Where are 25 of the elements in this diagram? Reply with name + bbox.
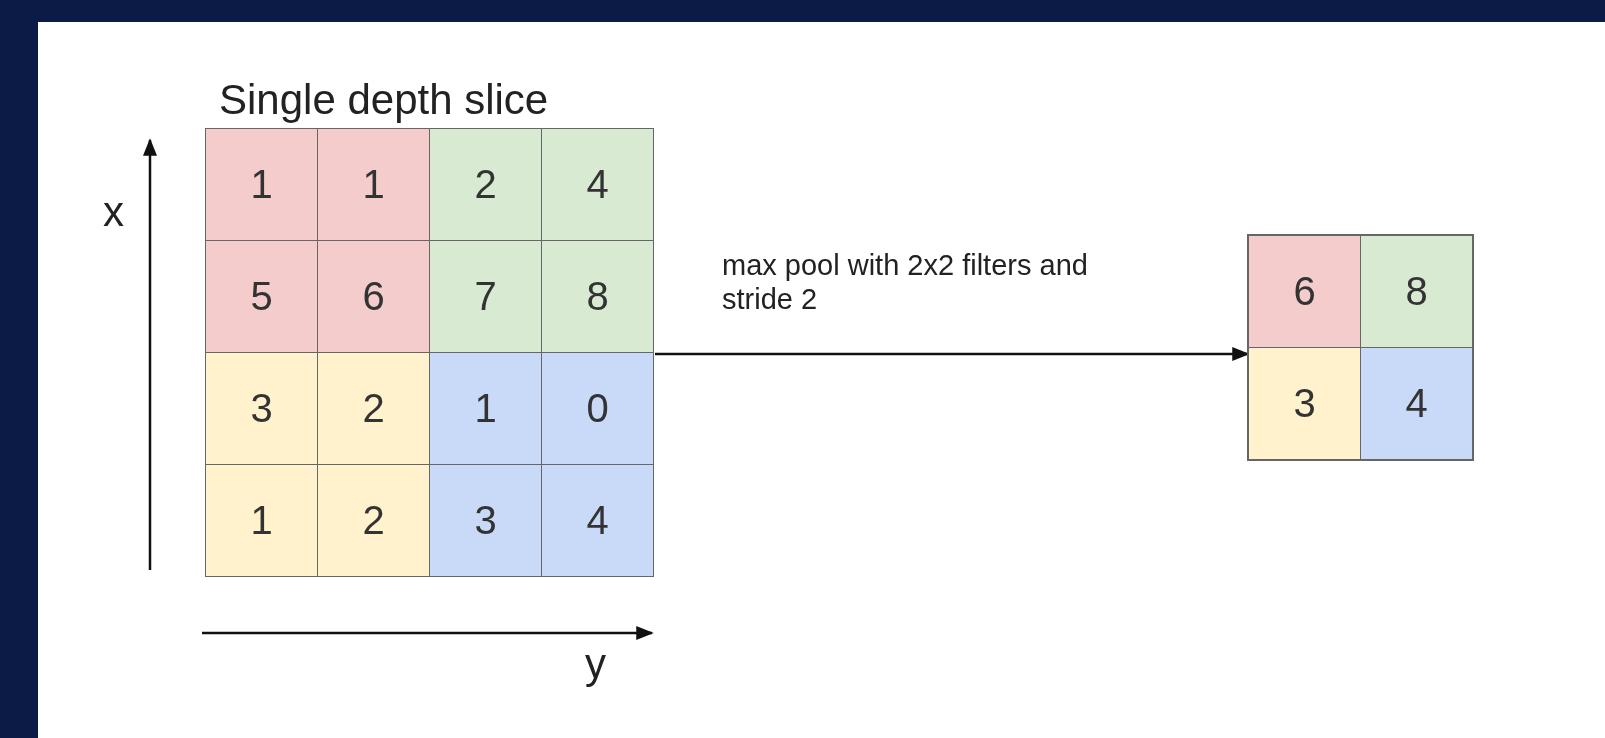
grid-cell: 6: [1248, 235, 1361, 348]
grid-cell: 2: [429, 128, 542, 241]
grid-cell: 2: [317, 352, 430, 465]
grid-cell: 6: [317, 240, 430, 353]
grid-cell: 4: [541, 464, 654, 577]
grid-cell: 4: [541, 128, 654, 241]
grid-cell: 5: [205, 240, 318, 353]
grid-heading: Single depth slice: [219, 76, 549, 124]
grid-cell: 8: [541, 240, 654, 353]
grid-cell: 1: [205, 464, 318, 577]
axis-label: x: [103, 188, 124, 236]
output-grid: [1248, 235, 1473, 460]
grid-cell: 7: [429, 240, 542, 353]
grid-cell: 4: [1360, 347, 1473, 460]
grid-cell: 1: [317, 128, 430, 241]
grid-cell: 0: [541, 352, 654, 465]
grid-cell: 1: [205, 128, 318, 241]
arrow: [655, 347, 1250, 361]
grid-cell: 3: [205, 352, 318, 465]
grid-cell: 1: [429, 352, 542, 465]
grid-cell: 2: [317, 464, 430, 577]
grid-cell: 8: [1360, 235, 1473, 348]
grid-cell: 3: [1248, 347, 1361, 460]
grid-cell: 3: [429, 464, 542, 577]
axis-label: y: [585, 640, 606, 688]
